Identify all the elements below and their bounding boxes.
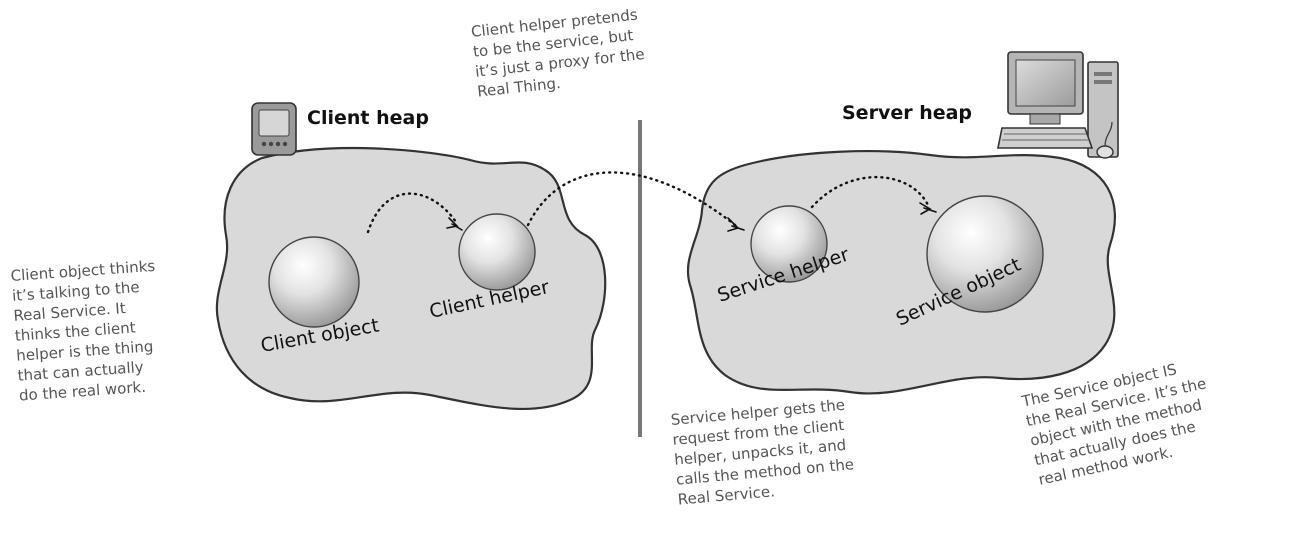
arrowhead-client-helper [446, 217, 463, 231]
server-heap-title: Server heap [842, 102, 973, 124]
desktop-computer-icon [997, 51, 1119, 159]
service-object-sphere [926, 195, 1044, 313]
service-helper-note: Service helper gets the request from the… [670, 395, 855, 509]
server-heap-blob [686, 150, 1116, 395]
client-helper-sphere [458, 213, 536, 291]
client-heap-title: Client heap [307, 107, 429, 129]
arrow-service-helper-to-object [810, 176, 930, 209]
arrow-client-helper-to-service-helper [526, 171, 737, 227]
client-object-sphere [268, 236, 360, 328]
arrowhead-service-object [919, 202, 937, 215]
arrowhead-service-helper [727, 217, 745, 232]
client-heap-blob [215, 146, 607, 411]
arrow-client-object-to-helper [366, 192, 458, 234]
client-object-note: Client object thinks it’s talking to the… [10, 256, 156, 405]
handheld-device-icon [251, 102, 297, 156]
service-helper-sphere [750, 205, 828, 283]
